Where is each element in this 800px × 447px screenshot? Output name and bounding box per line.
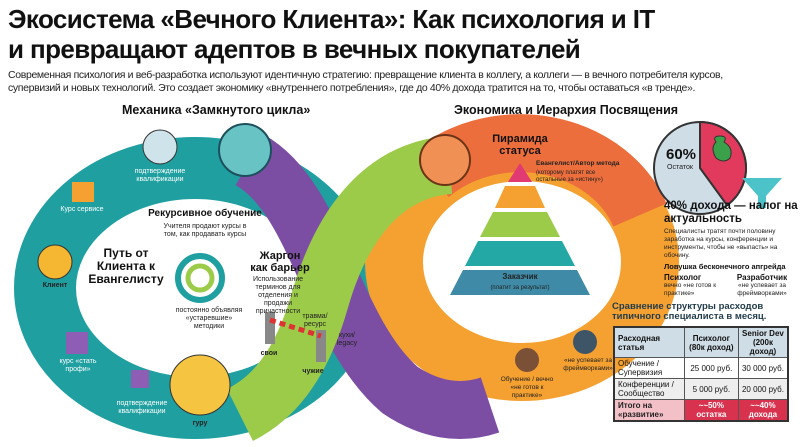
label-legacy: кухи/ legacy [336, 332, 358, 347]
pyramid-bottom-label: Заказчик [502, 272, 538, 281]
table-cell: 20 000 руб. [737, 378, 789, 400]
barrier-post [265, 312, 275, 344]
table-cell: Конференции / Сообщество [613, 378, 685, 400]
box-icon [72, 182, 94, 202]
pyramid-level-5 [450, 270, 590, 295]
dev-note: «не успевает за фреймворками» [563, 357, 613, 372]
label-course-pro: курс «стать профи» [59, 358, 97, 373]
table-total-row: Итого на «развитие» ~~50% остатка ~~40% … [613, 399, 789, 422]
subtitle-line: Современная психология и веб-разработка … [8, 69, 723, 81]
pyramid-top-label: Евангелист/Автор метода [536, 160, 620, 167]
table-header: Расходная статья [613, 326, 685, 358]
pyramid-top-note: (которому платят все остальные за «истин… [536, 170, 603, 183]
pyramid-level-1 [508, 163, 532, 182]
client-avatar-icon [37, 244, 73, 280]
label-course-service: Курс сервисе [60, 206, 104, 213]
box-icon [131, 370, 149, 388]
label-alien: чужие [302, 368, 324, 375]
table-cell: ~~40% дохода [737, 399, 789, 422]
jargon-title: Жаргон как барьер [250, 250, 310, 274]
table-cell: Обучение / Супервизия [613, 357, 685, 379]
trap-what: вечно «не готов к практике» [664, 282, 717, 297]
trap-title: Ловушка бесконечного апгрейда [664, 262, 786, 271]
table-title: Сравнение структуры расходов типичного с… [612, 301, 767, 322]
table-cell: 5 000 руб. [683, 378, 739, 400]
left-heading: Механика «Замкнутого цикла» [122, 103, 311, 117]
tax-title: 40% дохода — налог на актуальность [664, 200, 798, 225]
pyramid-title: Пирамида статуса [492, 133, 548, 157]
trap-what: «не успевает за фреймворками» [737, 282, 787, 297]
pyramid-level-2 [495, 186, 545, 208]
expense-table: Расходная статья Психолог (80к доход) Se… [613, 326, 789, 422]
table-row: Обучение / Супервизия 25 000 руб. 30 000… [613, 357, 789, 379]
trap-who: Психолог [664, 273, 702, 282]
trap-psychologist: Психолог вечно «не готов к практике» [664, 273, 722, 298]
path-title: Путь от Клиента к Евангелисту [88, 246, 164, 286]
box-icon [66, 332, 88, 354]
table-cell: 30 000 руб. [737, 357, 789, 379]
guru-icon [169, 354, 231, 416]
page-subtitle: Современная психология и веб-разработка … [8, 69, 723, 95]
trap-developer: Разработчик «не успевает за фреймворками… [728, 273, 796, 298]
psych-note: Обучение / вечно «не готов к практике» [500, 376, 554, 399]
pie-remainder-label: Остаток [667, 164, 693, 171]
table-cell: Итого на «развитие» [613, 399, 685, 422]
pie-remainder-value: 60% [666, 146, 697, 163]
money-bag-icon [712, 135, 732, 162]
saint-icon [142, 129, 178, 165]
pyramid-level-3 [480, 212, 560, 237]
purple-band [234, 134, 500, 439]
brain-icon [218, 123, 272, 177]
pie-spent [699, 120, 747, 207]
green-band [226, 136, 454, 441]
pyramid-bottom-note: (платит за результат) [490, 285, 550, 291]
cycle-inner-icon [185, 263, 215, 293]
recursive-caption: постоянно объявляя «устаревшие» методики [175, 307, 243, 330]
trap-who: Разработчик [736, 273, 788, 282]
title-line: Экосистема «Вечного Клиента»: Как психол… [8, 4, 655, 34]
label-own: свои [260, 350, 278, 357]
cycle-arrows-icon [175, 253, 225, 303]
recursive-text: Учителя продают курсы в том, как продава… [163, 223, 247, 238]
label-client: Клиент [42, 282, 68, 289]
recursive-title: Рекурсивное обучение [148, 208, 262, 219]
jargon-text: Использование терминов для отделения и п… [252, 276, 304, 315]
subtitle-line: супервизий и новых технологий. Это созда… [8, 82, 696, 94]
funnel-icon [742, 178, 782, 208]
right-heading: Экономика и Иерархия Посвящения [454, 103, 679, 117]
barrier-post [316, 330, 326, 362]
label-guru: гуру [192, 420, 208, 427]
label-confirm-top: подтверждение квалификации [134, 168, 186, 183]
label-trauma: травма/ ресурс [302, 313, 328, 328]
tax-text: Специалисты тратят почти половину зарабо… [664, 228, 778, 259]
table-header: Психолог (80к доход) [683, 326, 739, 358]
label-confirm-bottom: подтверждение квалификации [116, 400, 168, 415]
title-line: и превращают адептов в вечных покупателе… [8, 34, 581, 64]
developer-icon [573, 330, 597, 354]
psychologist-icon [515, 348, 539, 372]
page-title: Экосистема «Вечного Клиента»: Как психол… [8, 4, 655, 64]
table-cell: ~~50% остатка [683, 399, 739, 422]
barrier-bar [269, 317, 322, 339]
table-cell: 25 000 руб. [683, 357, 739, 379]
pyramid-level-4 [465, 241, 575, 266]
table-row: Конференции / Сообщество 5 000 руб. 20 0… [613, 378, 789, 400]
table-header-row: Расходная статья Психолог (80к доход) Se… [613, 326, 789, 358]
table-header: Senior Dev (200к доход) [737, 326, 789, 358]
brain-icon [419, 134, 471, 186]
